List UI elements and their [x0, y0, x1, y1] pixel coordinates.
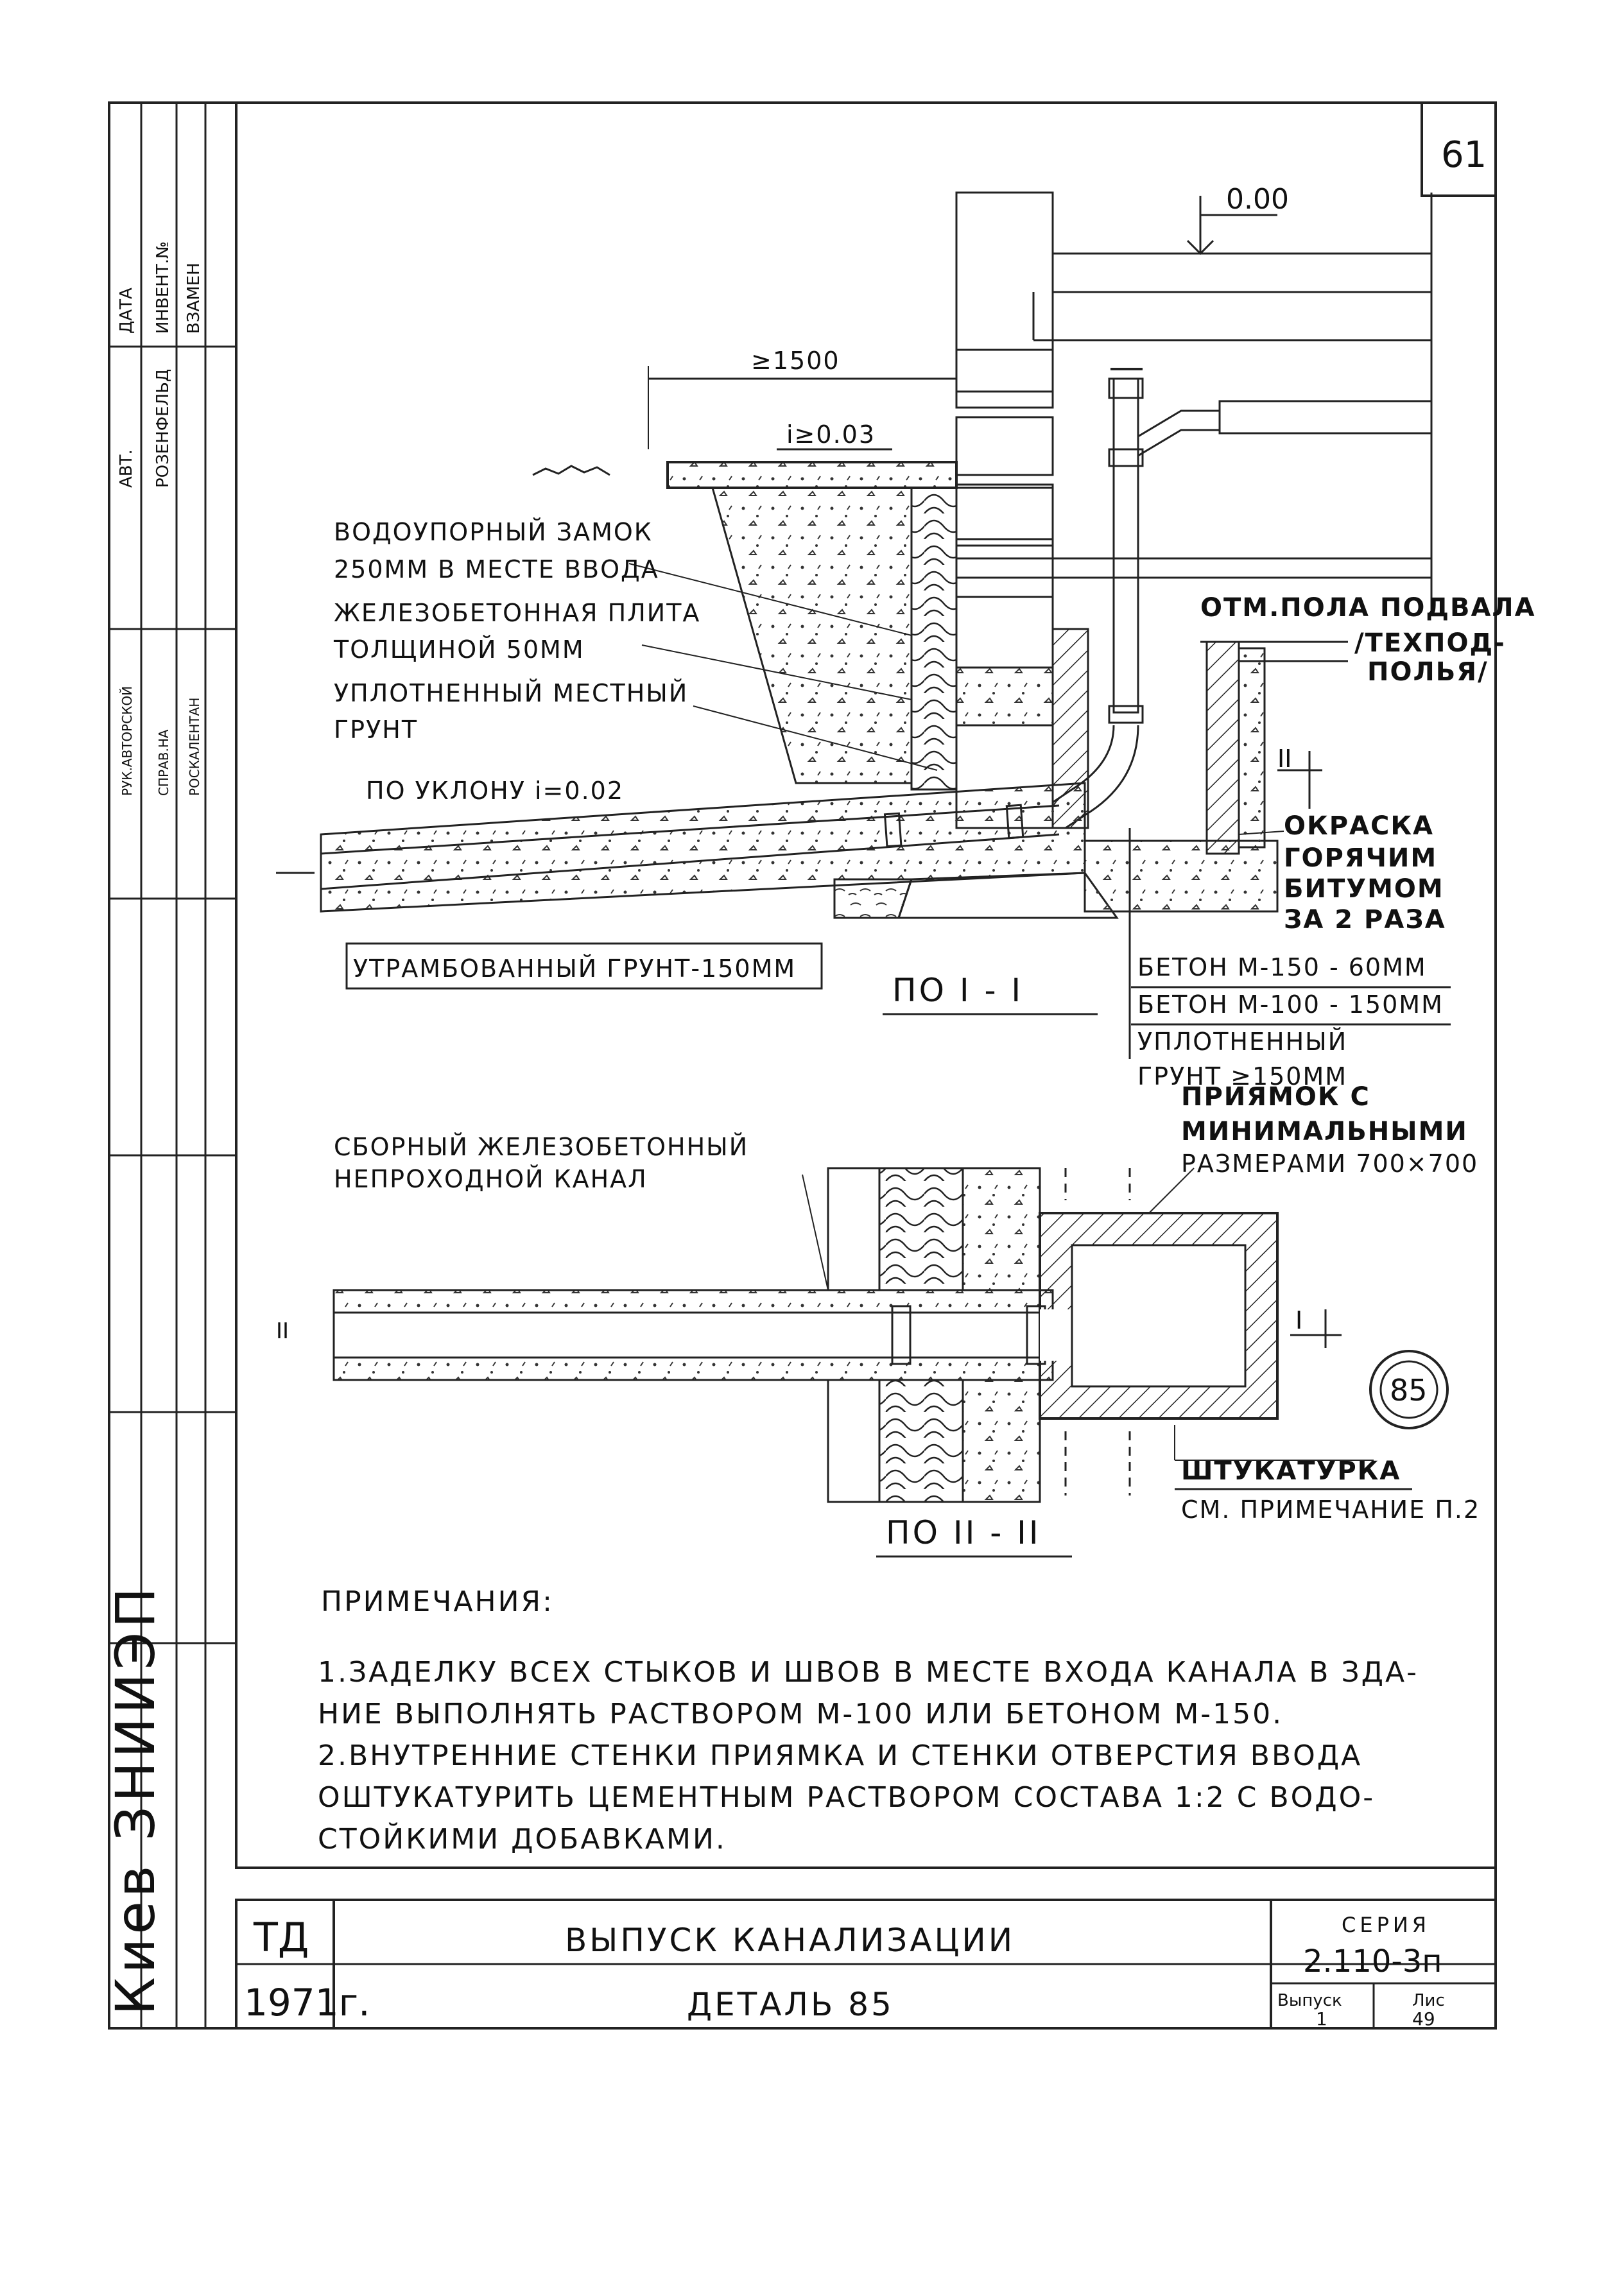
label-compacted-2-1: УПЛОТНЕННЫЙ — [1137, 1028, 1347, 1056]
section-2-labels: СБОРНЫЙ ЖЕЛЕЗОБЕТОННЫЙ НЕПРОХОДНОЙ КАНАЛ… — [334, 1082, 1480, 1558]
label-painting-2: ГОРЯЧИМ — [1284, 843, 1437, 873]
label-waterproof-lock-2: 250ММ В МЕСТЕ ВВОДА — [334, 555, 659, 583]
title-code: ТД — [253, 1914, 309, 1961]
label-channel-2: НЕПРОХОДНОЙ КАНАЛ — [334, 1165, 648, 1193]
section-1-labels: ВОДОУПОРНЫЙ ЗАМОК 250ММ В МЕСТЕ ВВОДА ЖЕ… — [333, 518, 1536, 1091]
note-line-4: ОШТУКАТУРИТЬ ЦЕМЕНТНЫМ РАСТВОРОМ СОСТАВА… — [318, 1781, 1375, 1814]
label-compacted-soil-2: ГРУНТ — [334, 716, 418, 744]
label-compacted-2-2: ГРУНТ ≥150ММ — [1137, 1062, 1347, 1091]
label-rc-slab-2: ТОЛЩИНОЙ 50ММ — [333, 635, 585, 664]
label-painting-1: ОКРАСКА — [1284, 811, 1434, 841]
title-block: ТД 1971г. ВЫПУСК КАНАЛИЗАЦИИ ДЕТАЛЬ 85 С… — [235, 1899, 1497, 2030]
detail-number: 85 — [1390, 1373, 1428, 1408]
label-compacted-soil-1: УПЛОТНЕННЫЙ МЕСТНЫЙ — [334, 679, 688, 707]
page-number: 61 — [1441, 134, 1487, 176]
section-1-title: ПО I - I — [892, 972, 1023, 1009]
section-2-drawing: I II 85 — [276, 1167, 1449, 1503]
stamp-reviewer: РОСКАЛЕНТАН — [187, 698, 202, 796]
issue-label: Выпуск — [1277, 1991, 1342, 2010]
section-1-mark: II — [1277, 745, 1291, 773]
stamp-replace: ВЗАМЕН — [184, 263, 203, 334]
note-line-1: 1.ЗАДЕЛКУ ВСЕХ СТЫКОВ И ШВОВ В МЕСТЕ ВХО… — [318, 1656, 1419, 1689]
series-label: СЕРИЯ — [1342, 1913, 1430, 1937]
label-plaster: ШТУКАТУРКА — [1181, 1456, 1401, 1486]
label-basement-floor-3: ПОЛЬЯ/ — [1367, 657, 1489, 687]
series-value: 2.110-3п — [1303, 1944, 1442, 1979]
label-painting-3: БИТУМОМ — [1284, 874, 1444, 904]
label-slope: ПО УКЛОНУ i=0.02 — [366, 777, 624, 805]
side-stamp: ДАТА ИНВЕНТ.№ ВЗАМЕН АВТ. РОЗЕНФЕЛЬД РУК… — [104, 103, 236, 2028]
label-pit-3: РАЗМЕРАМИ 700×700 — [1181, 1150, 1478, 1178]
label-painting-4: ЗА 2 РАЗА — [1284, 905, 1446, 935]
title-year: 1971г. — [244, 1981, 370, 2024]
elevation-mark: 0.00 — [1226, 183, 1289, 216]
dim-min-length: ≥1500 — [751, 347, 840, 375]
label-waterproof-lock-1: ВОДОУПОРНЫЙ ЗАМОК — [334, 518, 653, 546]
label-concrete-1: БЕТОН М-150 - 60ММ — [1137, 953, 1427, 981]
section-2-title: ПО II - II — [886, 1514, 1041, 1551]
section-2-left-mark: II — [276, 1318, 289, 1344]
label-concrete-2: БЕТОН М-100 - 150ММ — [1137, 990, 1444, 1019]
stamp-author: АВТ. — [117, 449, 136, 488]
page-number-box: 61 — [1421, 101, 1497, 197]
section-2-mark: I — [1295, 1306, 1302, 1334]
section-1-drawing: 0.00 ≥1500 i≥0.03 — [276, 183, 1433, 1059]
note-line-5: СТОЙКИМИ ДОБАВКАМИ. — [318, 1822, 727, 1856]
stamp-ref: СПРАВ.НА — [156, 729, 171, 796]
dim-slope-top: i≥0.03 — [786, 420, 876, 449]
org-name: Киев ЗНИИЭП — [104, 1583, 167, 2015]
sheet-label: Лис — [1412, 1991, 1445, 2010]
label-rammed-soil: УТРАМБОВАННЫЙ ГРУНТ-150ММ — [353, 954, 796, 983]
issue-value: 1 — [1316, 2008, 1327, 2030]
stamp-date: ДАТА — [117, 288, 136, 334]
label-rc-slab-1: ЖЕЛЕЗОБЕТОННАЯ ПЛИТА — [334, 599, 700, 627]
note-line-2: НИЕ ВЫПОЛНЯТЬ РАСТВОРОМ М-100 ИЛИ БЕТОНО… — [318, 1698, 1283, 1730]
title-sub: ДЕТАЛЬ 85 — [687, 1986, 894, 2023]
note-line-3: 2.ВНУТРЕННИЕ СТЕНКИ ПРИЯМКА И СТЕНКИ ОТВ… — [318, 1739, 1362, 1772]
stamp-head: РУК.АВТОРСКОЙ — [119, 686, 135, 796]
sheet-value: 49 — [1412, 2008, 1435, 2030]
label-plaster-note: СМ. ПРИМЕЧАНИЕ П.2 — [1181, 1496, 1480, 1524]
notes: ПРИМЕЧАНИЯ: 1.ЗАДЕЛКУ ВСЕХ СТЫКОВ И ШВОВ… — [318, 1585, 1419, 1856]
notes-heading: ПРИМЕЧАНИЯ: — [321, 1585, 554, 1618]
stamp-author-name: РОЗЕНФЕЛЬД — [153, 369, 173, 488]
label-basement-floor-1: ОТМ.ПОЛА ПОДВАЛА — [1200, 593, 1536, 623]
title-main: ВЫПУСК КАНАЛИЗАЦИИ — [565, 1922, 1015, 1959]
label-pit-2: МИНИМАЛЬНЫМИ — [1181, 1117, 1468, 1146]
label-channel-1: СБОРНЫЙ ЖЕЛЕЗОБЕТОННЫЙ — [334, 1133, 748, 1161]
label-pit-1: ПРИЯМОК С — [1181, 1082, 1370, 1112]
stamp-inventory: ИНВЕНТ.№ — [153, 241, 173, 334]
label-basement-floor-2: /ТЕХПОД- — [1354, 628, 1506, 658]
